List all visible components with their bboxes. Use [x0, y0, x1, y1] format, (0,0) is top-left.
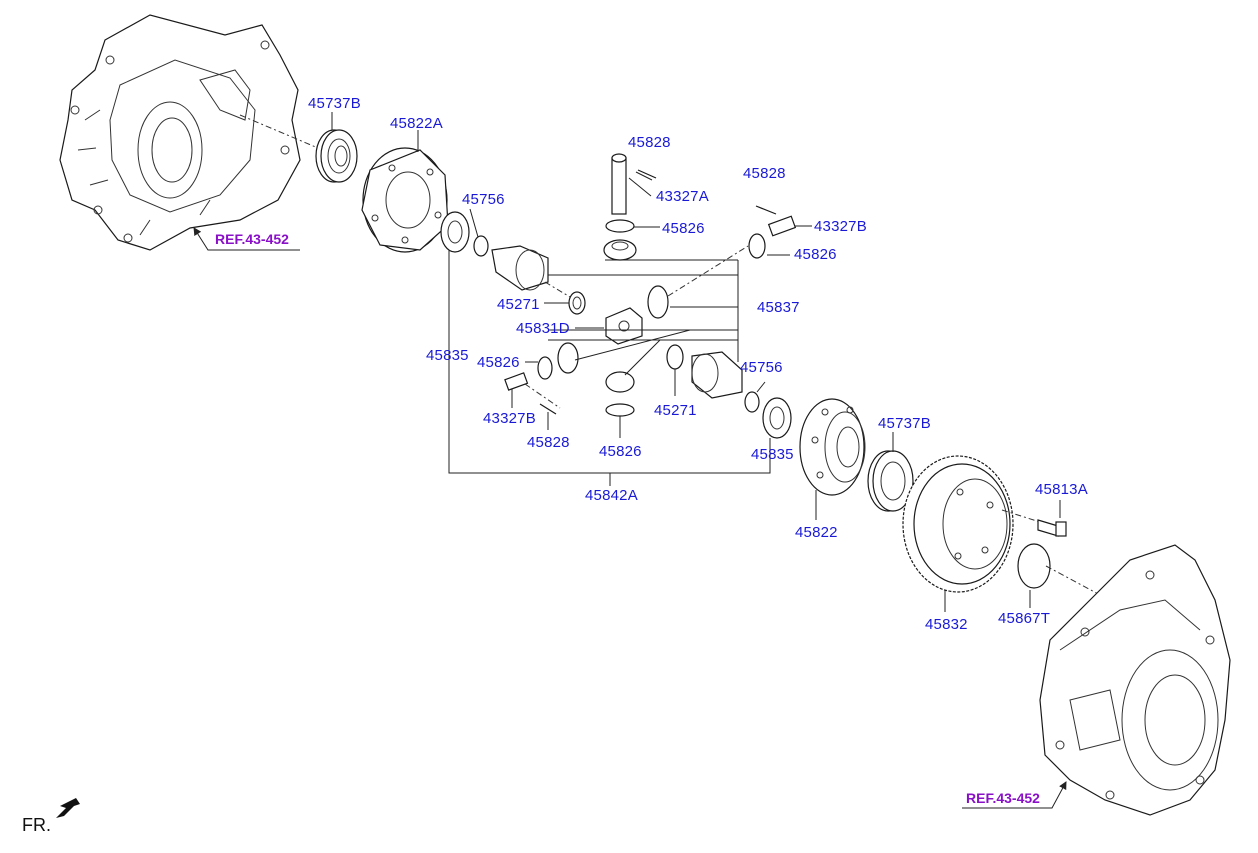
bolt-45813a: [1037, 519, 1067, 537]
pin-45828-top: [637, 169, 657, 179]
washer-45826-right: [748, 233, 766, 259]
washer-45835-left: [440, 211, 470, 253]
washer-45826-left: [537, 356, 553, 380]
diff-case-45822: [799, 398, 866, 496]
diff-case-45822a: [361, 147, 449, 253]
kit-bracket: [448, 250, 771, 486]
label-43327b-right: 43327B: [814, 218, 867, 235]
label-45737b-top: 45737B: [308, 95, 361, 112]
ref-top-leader-icon: [193, 227, 300, 251]
ref-label-top[interactable]: REF.43-452: [215, 231, 289, 247]
bearing-45737b-top: [315, 129, 358, 183]
label-45271-mid: 45271: [654, 402, 697, 419]
side-gear-right: [691, 351, 743, 399]
ring-gear-45832: [902, 455, 1014, 593]
label-45826-left: 45826: [477, 354, 520, 371]
transaxle-case-left: [59, 14, 301, 251]
pinion-gear-top: [603, 239, 637, 261]
transaxle-case-right: [1039, 544, 1231, 816]
label-45756-top: 45756: [462, 191, 505, 208]
side-gear-left: [491, 245, 549, 291]
label-45822: 45822: [795, 524, 838, 541]
snap-ring-45756-right: [744, 391, 760, 413]
label-45813a: 45813A: [1035, 481, 1088, 498]
pinion-gear-bottom: [605, 371, 635, 393]
label-45832: 45832: [925, 616, 968, 633]
pin-45828-right: [755, 205, 777, 215]
pin-45828-left: [539, 403, 557, 415]
pinion-gear-left: [557, 342, 579, 374]
label-45828-top: 45828: [628, 134, 671, 151]
label-45867t: 45867T: [998, 610, 1051, 627]
label-45837: 45837: [757, 299, 800, 316]
label-45835-right: 45835: [751, 446, 794, 463]
label-45826-top: 45826: [662, 220, 705, 237]
washer-45826-top: [605, 219, 635, 233]
pinion-gear-45837: [647, 285, 669, 319]
pinion-shaft-43327a: [611, 153, 627, 215]
label-43327a: 43327A: [656, 188, 709, 205]
label-45831d: 45831D: [516, 320, 570, 337]
fr-direction-label: FR.: [22, 815, 51, 835]
label-45737b-right: 45737B: [878, 415, 931, 432]
washer-45826-bottom: [605, 403, 635, 417]
label-45835-left: 45835: [426, 347, 469, 364]
label-45826-bottom: 45826: [599, 443, 642, 460]
washer-45867t: [1017, 543, 1051, 589]
ref-label-bottom[interactable]: REF.43-452: [966, 790, 1040, 806]
shaft-43327b-left: [504, 372, 529, 391]
label-45826-right: 45826: [794, 246, 837, 263]
snap-ring-45756-top: [473, 235, 489, 257]
label-43327b-left: 43327B: [483, 410, 536, 427]
thrust-washer-45271-right: [666, 344, 684, 370]
label-45828-left: 45828: [527, 434, 570, 451]
label-45271-left: 45271: [497, 296, 540, 313]
diff-block-45831d: [605, 307, 643, 345]
label-45828-right: 45828: [743, 165, 786, 182]
ref-bottom-leader-icon: [962, 781, 1067, 809]
washer-45835-right: [762, 397, 792, 439]
shaft-43327b-right: [767, 215, 797, 237]
thrust-washer-45271-left: [568, 291, 586, 315]
label-45756-right: 45756: [740, 359, 783, 376]
label-45822a: 45822A: [390, 115, 443, 132]
bearing-45737b-right: [867, 450, 914, 512]
label-45842a: 45842A: [585, 487, 638, 504]
fr-arrow-icon: [56, 798, 80, 818]
